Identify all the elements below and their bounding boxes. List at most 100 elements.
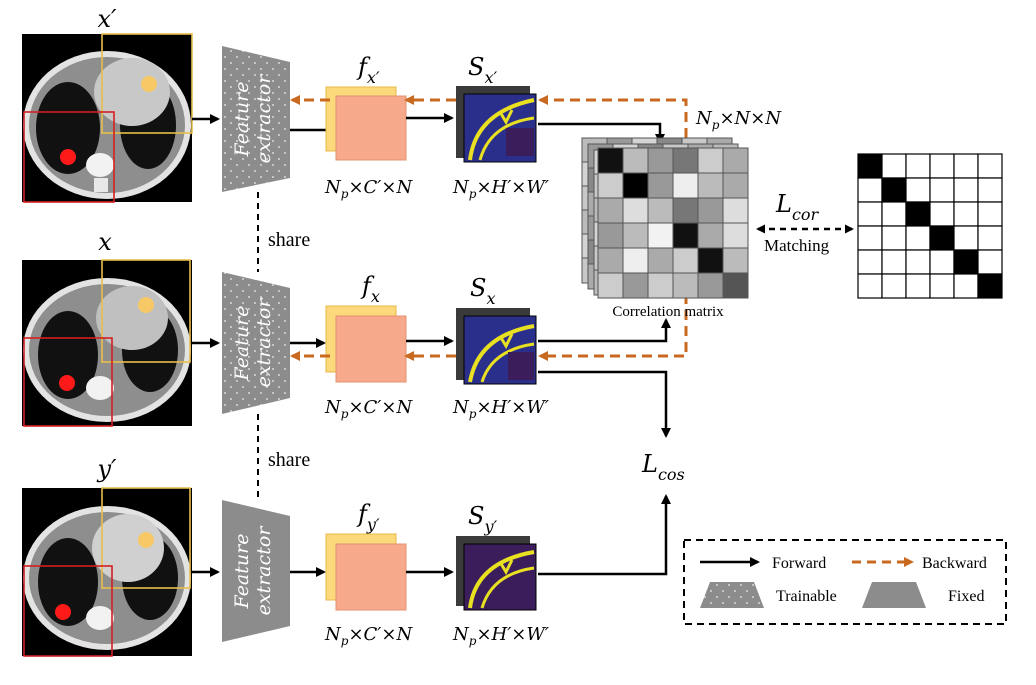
feature-dim-x: Np×C′×N: [324, 397, 413, 421]
feature-var-yprime: fy′: [356, 500, 380, 534]
sim-dim-yprime: Np×H′×W′: [452, 624, 549, 648]
identity-cell: [905, 201, 931, 227]
keypoint-yellow: [138, 532, 154, 548]
feature-map-xprime: [325, 86, 407, 161]
correlation-cell: [697, 272, 724, 299]
ct-image-xprime: [22, 33, 193, 203]
identity-cell: [929, 201, 955, 227]
legend-backward: Backward: [922, 555, 987, 572]
feature-map-yprime: [325, 533, 407, 611]
sim-var-x: Sx: [470, 274, 495, 308]
identity-cell: [929, 153, 955, 179]
row-yprime: y′ Feature extractor fy′ Np×C′×N: [22, 455, 671, 657]
correlation-cell: [722, 247, 749, 274]
bbox-yellow: [101, 487, 191, 589]
feature-extractor-x: Feature extractor: [222, 272, 290, 414]
correlation-cell: [622, 247, 649, 274]
identity-cell: [857, 177, 883, 203]
correlation-cell: [647, 147, 674, 174]
loss-cor: Lcor: [775, 190, 820, 224]
correlation-cell: [672, 197, 699, 224]
identity-cell: [857, 201, 883, 227]
ct-image-yprime: [22, 487, 192, 657]
identity-cell: [977, 225, 1003, 251]
backward-to-sim-xprime: [538, 95, 688, 154]
correlation-cell: [722, 147, 749, 174]
identity-cell: [857, 249, 883, 275]
correlation-matrix: [581, 137, 749, 299]
keypoint-yellow: [138, 297, 154, 313]
correlation-cell: [722, 272, 749, 299]
identity-cell: [977, 177, 1003, 203]
legend-trainable: Trainable: [776, 588, 837, 605]
extractor-label-1: Feature: [231, 306, 253, 382]
identity-cell: [953, 225, 979, 251]
sim-var-yprime: Sy′: [468, 502, 497, 536]
identity-cell: [881, 177, 907, 203]
correlation-cell: [622, 147, 649, 174]
correlation-cell: [697, 172, 724, 199]
identity-matrix: [857, 153, 1003, 299]
feature-dim-yprime: Np×C′×N: [324, 624, 413, 648]
loss-cos: Lcos: [641, 450, 685, 484]
legend: Forward Backward Trainable Fixed: [683, 539, 1007, 625]
identity-cell: [857, 153, 883, 179]
legend-forward: Forward: [772, 555, 826, 572]
arrow-sim-to-lcos: [538, 494, 671, 576]
identity-cell: [881, 273, 907, 299]
correlation-cell: [672, 222, 699, 249]
correlation-cell: [697, 197, 724, 224]
correlation-cell: [622, 172, 649, 199]
correlation-cell: [697, 222, 724, 249]
identity-cell: [905, 273, 931, 299]
backward-arrows: [290, 95, 688, 361]
identity-cell: [953, 273, 979, 299]
similarity-map-xprime: [456, 86, 537, 163]
bbox-yellow: [101, 259, 191, 363]
feature-extractor-yprime: Feature extractor: [222, 500, 290, 642]
feature-var-xprime: fx′: [356, 53, 380, 87]
identity-cell: [977, 201, 1003, 227]
correlation-cell: [647, 272, 674, 299]
feature-var-x: fx: [360, 272, 380, 306]
feature-map-x: [325, 305, 407, 383]
identity-cell: [977, 249, 1003, 275]
legend-fixed: Fixed: [948, 588, 984, 605]
identity-cell: [953, 153, 979, 179]
identity-cell: [977, 273, 1003, 299]
backward-to-sim-x: [538, 294, 688, 361]
image-label-yprime: y′: [96, 455, 117, 483]
identity-cell: [881, 201, 907, 227]
correlation-cell: [622, 197, 649, 224]
correlation-dim: Np×N×N: [695, 108, 782, 132]
identity-cell: [929, 177, 955, 203]
arrow-sim-to-correlation: [538, 122, 665, 144]
similarity-map-yprime: [456, 536, 537, 611]
sim-dim-x: Np×H′×W′: [452, 397, 549, 421]
correlation-cell: [672, 147, 699, 174]
matching-label: Matching: [764, 236, 830, 255]
similarity-map-x: [456, 308, 537, 385]
identity-cell: [881, 153, 907, 179]
correlation-cell: [672, 172, 699, 199]
correlation-cell: [647, 247, 674, 274]
arrow-sim-to-lcos: [538, 370, 671, 438]
identity-cell: [953, 249, 979, 275]
correlation-grid-front: [597, 147, 749, 299]
identity-cell: [881, 249, 907, 275]
extractor-label-1: Feature: [231, 82, 253, 158]
feature-dim-xprime: Np×C′×N: [324, 177, 413, 201]
correlation-cell: [697, 247, 724, 274]
correlation-cell: [597, 247, 624, 274]
identity-cell: [977, 153, 1003, 179]
share-label-bottom: share: [268, 449, 310, 471]
identity-cell: [905, 225, 931, 251]
sim-dim-xprime: Np×H′×W′: [452, 177, 549, 201]
correlation-cell: [697, 147, 724, 174]
keypoint-red: [55, 604, 71, 620]
correlation-cell: [622, 222, 649, 249]
correlation-cell: [597, 147, 624, 174]
identity-cell: [929, 249, 955, 275]
legend-trainable-icon: [700, 582, 764, 608]
correlation-cell: [722, 197, 749, 224]
